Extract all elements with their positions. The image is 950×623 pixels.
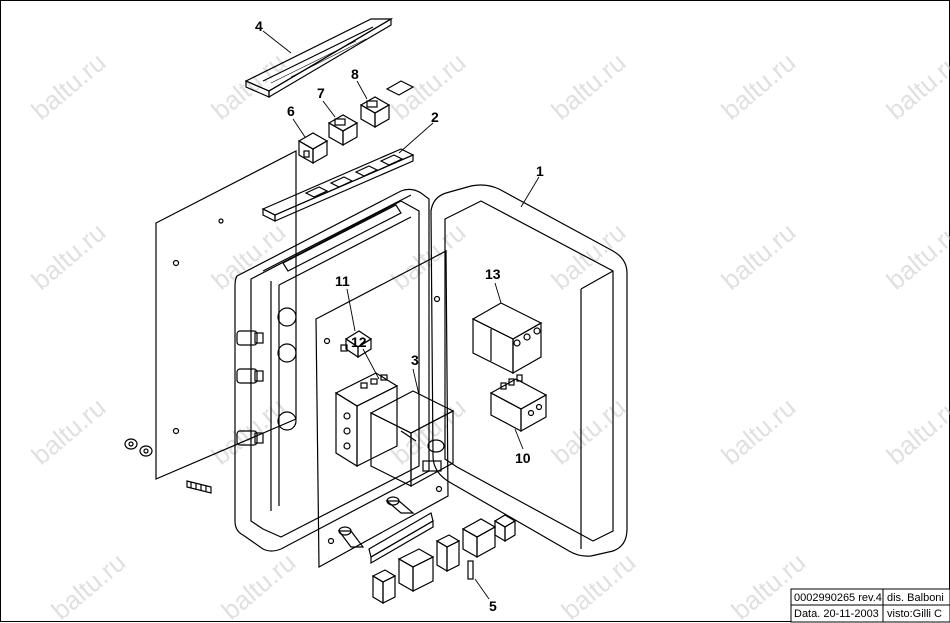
part-spacers	[337, 496, 415, 548]
callout-10: 10	[515, 450, 531, 466]
watermark: baltu.ru	[26, 47, 112, 126]
watermark: baltu.ru	[216, 547, 302, 623]
callout-2: 2	[431, 109, 439, 125]
part-nut-washer	[124, 438, 153, 457]
watermark: baltu.ru	[206, 47, 292, 126]
part-switch-7	[327, 114, 359, 147]
watermark: baltu.ru	[26, 217, 112, 296]
part-enclosure-body	[234, 188, 430, 552]
callout-4: 4	[255, 18, 263, 34]
part-terminal-block-12	[334, 372, 399, 468]
part-cable-gland	[236, 330, 264, 446]
callout-7: 7	[317, 85, 325, 101]
part-thermal-relay-10	[489, 374, 548, 433]
part-switch-plate	[261, 148, 415, 222]
part-switch-8	[359, 96, 391, 129]
watermark: baltu.ru	[46, 547, 132, 623]
watermark: baltu.ru	[386, 47, 472, 126]
watermark: baltu.ru	[546, 217, 632, 296]
watermark: baltu.ru	[716, 47, 802, 126]
part-din-rail	[368, 512, 434, 565]
part-small-cap	[385, 80, 415, 96]
callout-labels: 1 2 3 4 5 6 7 8 10 11 12 13	[255, 18, 544, 614]
watermark: baltu.ru	[716, 217, 802, 296]
callout-11: 11	[335, 273, 350, 289]
watermark: baltu.ru	[546, 47, 632, 126]
watermark: baltu.ru	[716, 392, 802, 471]
callout-8: 8	[351, 66, 359, 82]
watermark-layer: baltu.ru baltu.ru baltu.ru baltu.ru balt…	[26, 47, 950, 623]
part-mounting-plate	[315, 250, 449, 569]
callout-12: 12	[351, 334, 367, 350]
watermark: baltu.ru	[881, 217, 950, 296]
watermark: baltu.ru	[546, 392, 632, 471]
leader-lines	[262, 30, 540, 600]
watermark: baltu.ru	[206, 217, 292, 296]
part-enclosure-lid	[430, 184, 628, 557]
watermark: baltu.ru	[556, 547, 642, 623]
title-block-date: Data. 20-11-2003	[794, 608, 879, 620]
title-block-drawn-by: dis. Balboni	[887, 592, 944, 604]
callout-3: 3	[411, 352, 419, 368]
watermark: baltu.ru	[881, 392, 950, 471]
title-block-drawing-number: 0002990265 rev.4	[794, 592, 882, 604]
part-terminals-5	[371, 514, 517, 605]
title-block: 0002990265 rev.4 dis. Balboni Data. 20-1…	[790, 588, 950, 623]
callout-5: 5	[489, 598, 497, 614]
callout-1: 1	[536, 163, 544, 179]
part-switch-6	[297, 132, 329, 165]
part-relay-module-3	[369, 390, 455, 488]
title-block-checked-by: visto:Gilli C	[887, 608, 942, 620]
part-threaded-stud	[186, 480, 212, 494]
watermark: baltu.ru	[881, 47, 950, 126]
watermark: baltu.ru	[26, 392, 112, 471]
part-window-cover	[244, 17, 394, 99]
part-connector-11	[340, 330, 373, 359]
callout-13: 13	[485, 266, 501, 282]
part-contactor-13	[471, 302, 543, 375]
callout-6: 6	[287, 103, 295, 119]
